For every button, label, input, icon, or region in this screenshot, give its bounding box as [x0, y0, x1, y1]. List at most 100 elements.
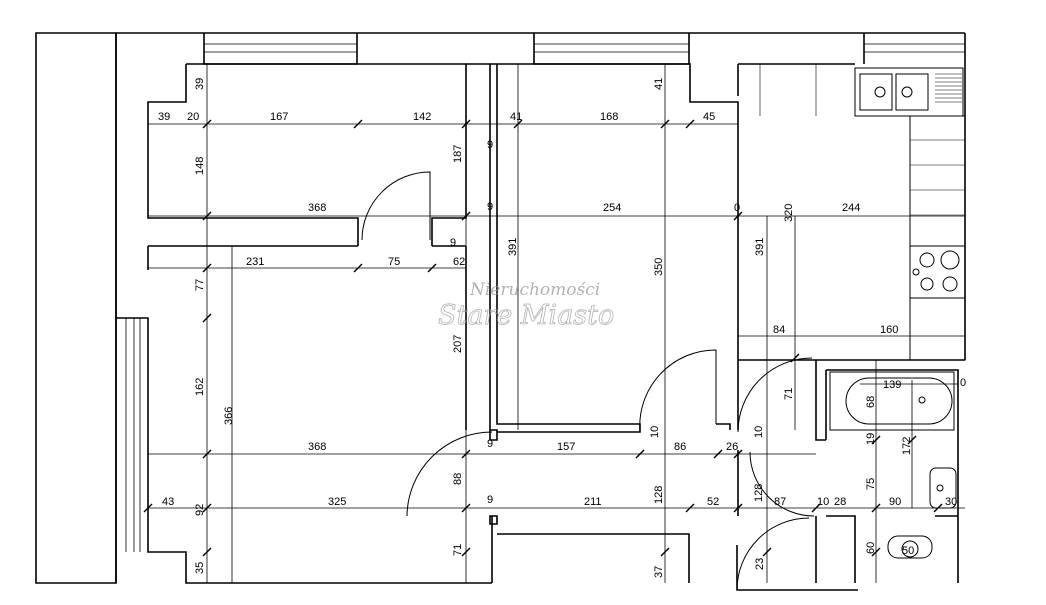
dim-label: 350 — [653, 258, 665, 276]
dim-tick — [660, 547, 670, 557]
dim-label: 71 — [783, 388, 795, 400]
knob-icon — [912, 268, 920, 276]
dim-tick — [461, 211, 471, 221]
door-swing — [736, 517, 810, 591]
dim-tick — [202, 313, 212, 323]
dim-label: 391 — [754, 238, 766, 256]
sink-bowl — [859, 73, 893, 111]
dim-label: 368 — [308, 441, 326, 453]
dim-label: 39 — [194, 78, 206, 90]
dim-label: 162 — [194, 378, 206, 396]
dim-label: 75 — [865, 478, 877, 490]
burner-icon — [920, 277, 934, 291]
dim-label: 172 — [901, 437, 913, 455]
dimension-labels: 39 39 20 167 142 41 41 168 45 148 187 36… — [158, 78, 966, 578]
cabinet — [909, 297, 966, 361]
dim-tick — [143, 503, 153, 513]
dim-label: 50 — [902, 545, 914, 557]
dim-label: 23 — [754, 558, 766, 570]
dim-label: 9 — [487, 494, 493, 506]
dim-label: 37 — [653, 566, 665, 578]
dim-label: 20 — [187, 111, 199, 123]
dim-label: 9 — [487, 438, 493, 450]
dim-label: 10 — [753, 426, 765, 438]
dim-label: 10 — [649, 426, 661, 438]
dim-label: 92 — [194, 504, 206, 516]
dim-tick — [733, 211, 743, 221]
dim-tick — [762, 547, 772, 557]
dim-label: 160 — [880, 324, 898, 336]
dim-label: 0 — [734, 202, 740, 214]
dim-label: 62 — [453, 256, 465, 268]
watermark-line2: Stare Miasto — [438, 300, 614, 331]
dim-label: 244 — [842, 202, 860, 214]
dim-label: 128 — [653, 486, 665, 504]
door-swing — [737, 357, 813, 433]
wall — [116, 317, 492, 584]
dim-label: 139 — [883, 379, 901, 391]
bathtub — [829, 371, 955, 431]
wall — [826, 515, 856, 583]
wall — [826, 369, 959, 583]
wall — [716, 423, 731, 430]
dim-tick — [871, 547, 881, 557]
dim-label: 207 — [452, 335, 464, 353]
sink-bowl — [895, 73, 929, 111]
counter — [909, 115, 966, 247]
wall — [35, 32, 117, 584]
watermark-line1: Nieruchomości — [469, 280, 600, 300]
dim-label: 148 — [194, 157, 206, 175]
dim-label: 0 — [960, 377, 966, 389]
dim-tick — [513, 119, 523, 129]
dim-tick — [733, 503, 743, 513]
dim-tick — [461, 547, 471, 557]
dim-tick — [933, 503, 943, 513]
dim-tick — [685, 119, 695, 129]
dim-tick — [202, 503, 212, 513]
toilet-bowl — [901, 540, 919, 558]
dim-label: 35 — [194, 562, 206, 574]
dim-tick — [202, 119, 212, 129]
dim-label: 60 — [865, 542, 877, 554]
dim-label: 231 — [246, 256, 264, 268]
dim-tick — [202, 547, 212, 557]
drain-icon — [936, 484, 944, 492]
dim-tick — [713, 449, 723, 459]
dim-tick — [427, 263, 437, 273]
dim-label: 30 — [945, 496, 957, 508]
dim-tick — [907, 435, 917, 445]
dim-label: 19 — [865, 433, 877, 445]
dim-label: 167 — [270, 111, 288, 123]
drain-icon — [874, 86, 886, 98]
dim-tick — [871, 435, 881, 445]
dim-label: 320 — [783, 204, 795, 222]
dim-label: 39 — [158, 111, 170, 123]
dim-label: 88 — [452, 473, 464, 485]
dim-label: 187 — [452, 145, 464, 163]
dim-label: 90 — [889, 496, 901, 508]
toilet — [887, 535, 933, 559]
dim-label: 77 — [194, 279, 206, 291]
dim-tick — [202, 211, 212, 221]
dim-tick — [660, 119, 670, 129]
dim-label: 368 — [308, 202, 326, 214]
dim-label: 254 — [603, 202, 621, 214]
walls — [35, 32, 966, 591]
dim-tick — [353, 263, 363, 273]
dim-label: 43 — [162, 496, 174, 508]
drain-icon — [901, 86, 913, 98]
dim-label: 9 — [487, 139, 493, 151]
dim-label: 391 — [507, 238, 519, 256]
dim-label: 86 — [674, 441, 686, 453]
dim-label: 75 — [388, 256, 400, 268]
dim-label: 52 — [707, 496, 719, 508]
dim-label: 28 — [834, 496, 846, 508]
burner-icon — [940, 250, 960, 270]
drain-icon — [918, 396, 926, 404]
wall — [815, 360, 826, 441]
door-swing — [406, 431, 493, 517]
wall — [490, 63, 739, 430]
dim-tick — [790, 353, 800, 363]
burner-icon — [919, 252, 935, 268]
